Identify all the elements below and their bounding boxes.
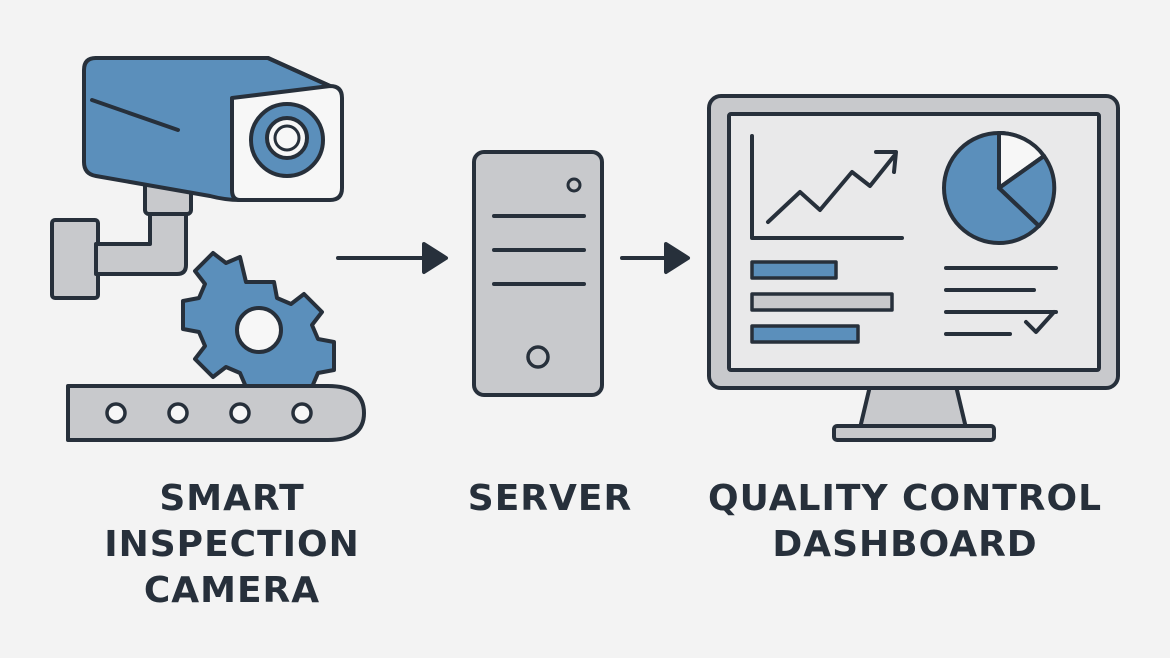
dashboard-label: QUALITY CONTROL DASHBOARD [680,476,1130,568]
server-label-line: SERVER [467,478,633,519]
checkmark-icon [1024,310,1056,334]
gear-icon [181,251,336,389]
trend-line-icon [750,134,904,240]
camera-label-line: SMART [159,478,305,519]
arrow-camera-to-server [336,242,448,274]
camera-label-line: INSPECTION [104,524,360,565]
camera-label: SMART INSPECTION CAMERA [82,476,382,614]
camera-label-line: CAMERA [143,570,321,611]
server-tower-icon [472,150,604,397]
server-label: SERVER [440,476,660,522]
dashboard-label-line: DASHBOARD [772,524,1038,565]
bar-list [750,260,894,344]
conveyor-belt-icon [66,384,366,442]
dashboard-label-line: QUALITY CONTROL [707,478,1103,519]
security-camera-icon [50,56,344,300]
pie-chart-icon [942,130,1057,245]
text-lines [944,266,1058,336]
arrow-server-to-dashboard [620,242,690,274]
